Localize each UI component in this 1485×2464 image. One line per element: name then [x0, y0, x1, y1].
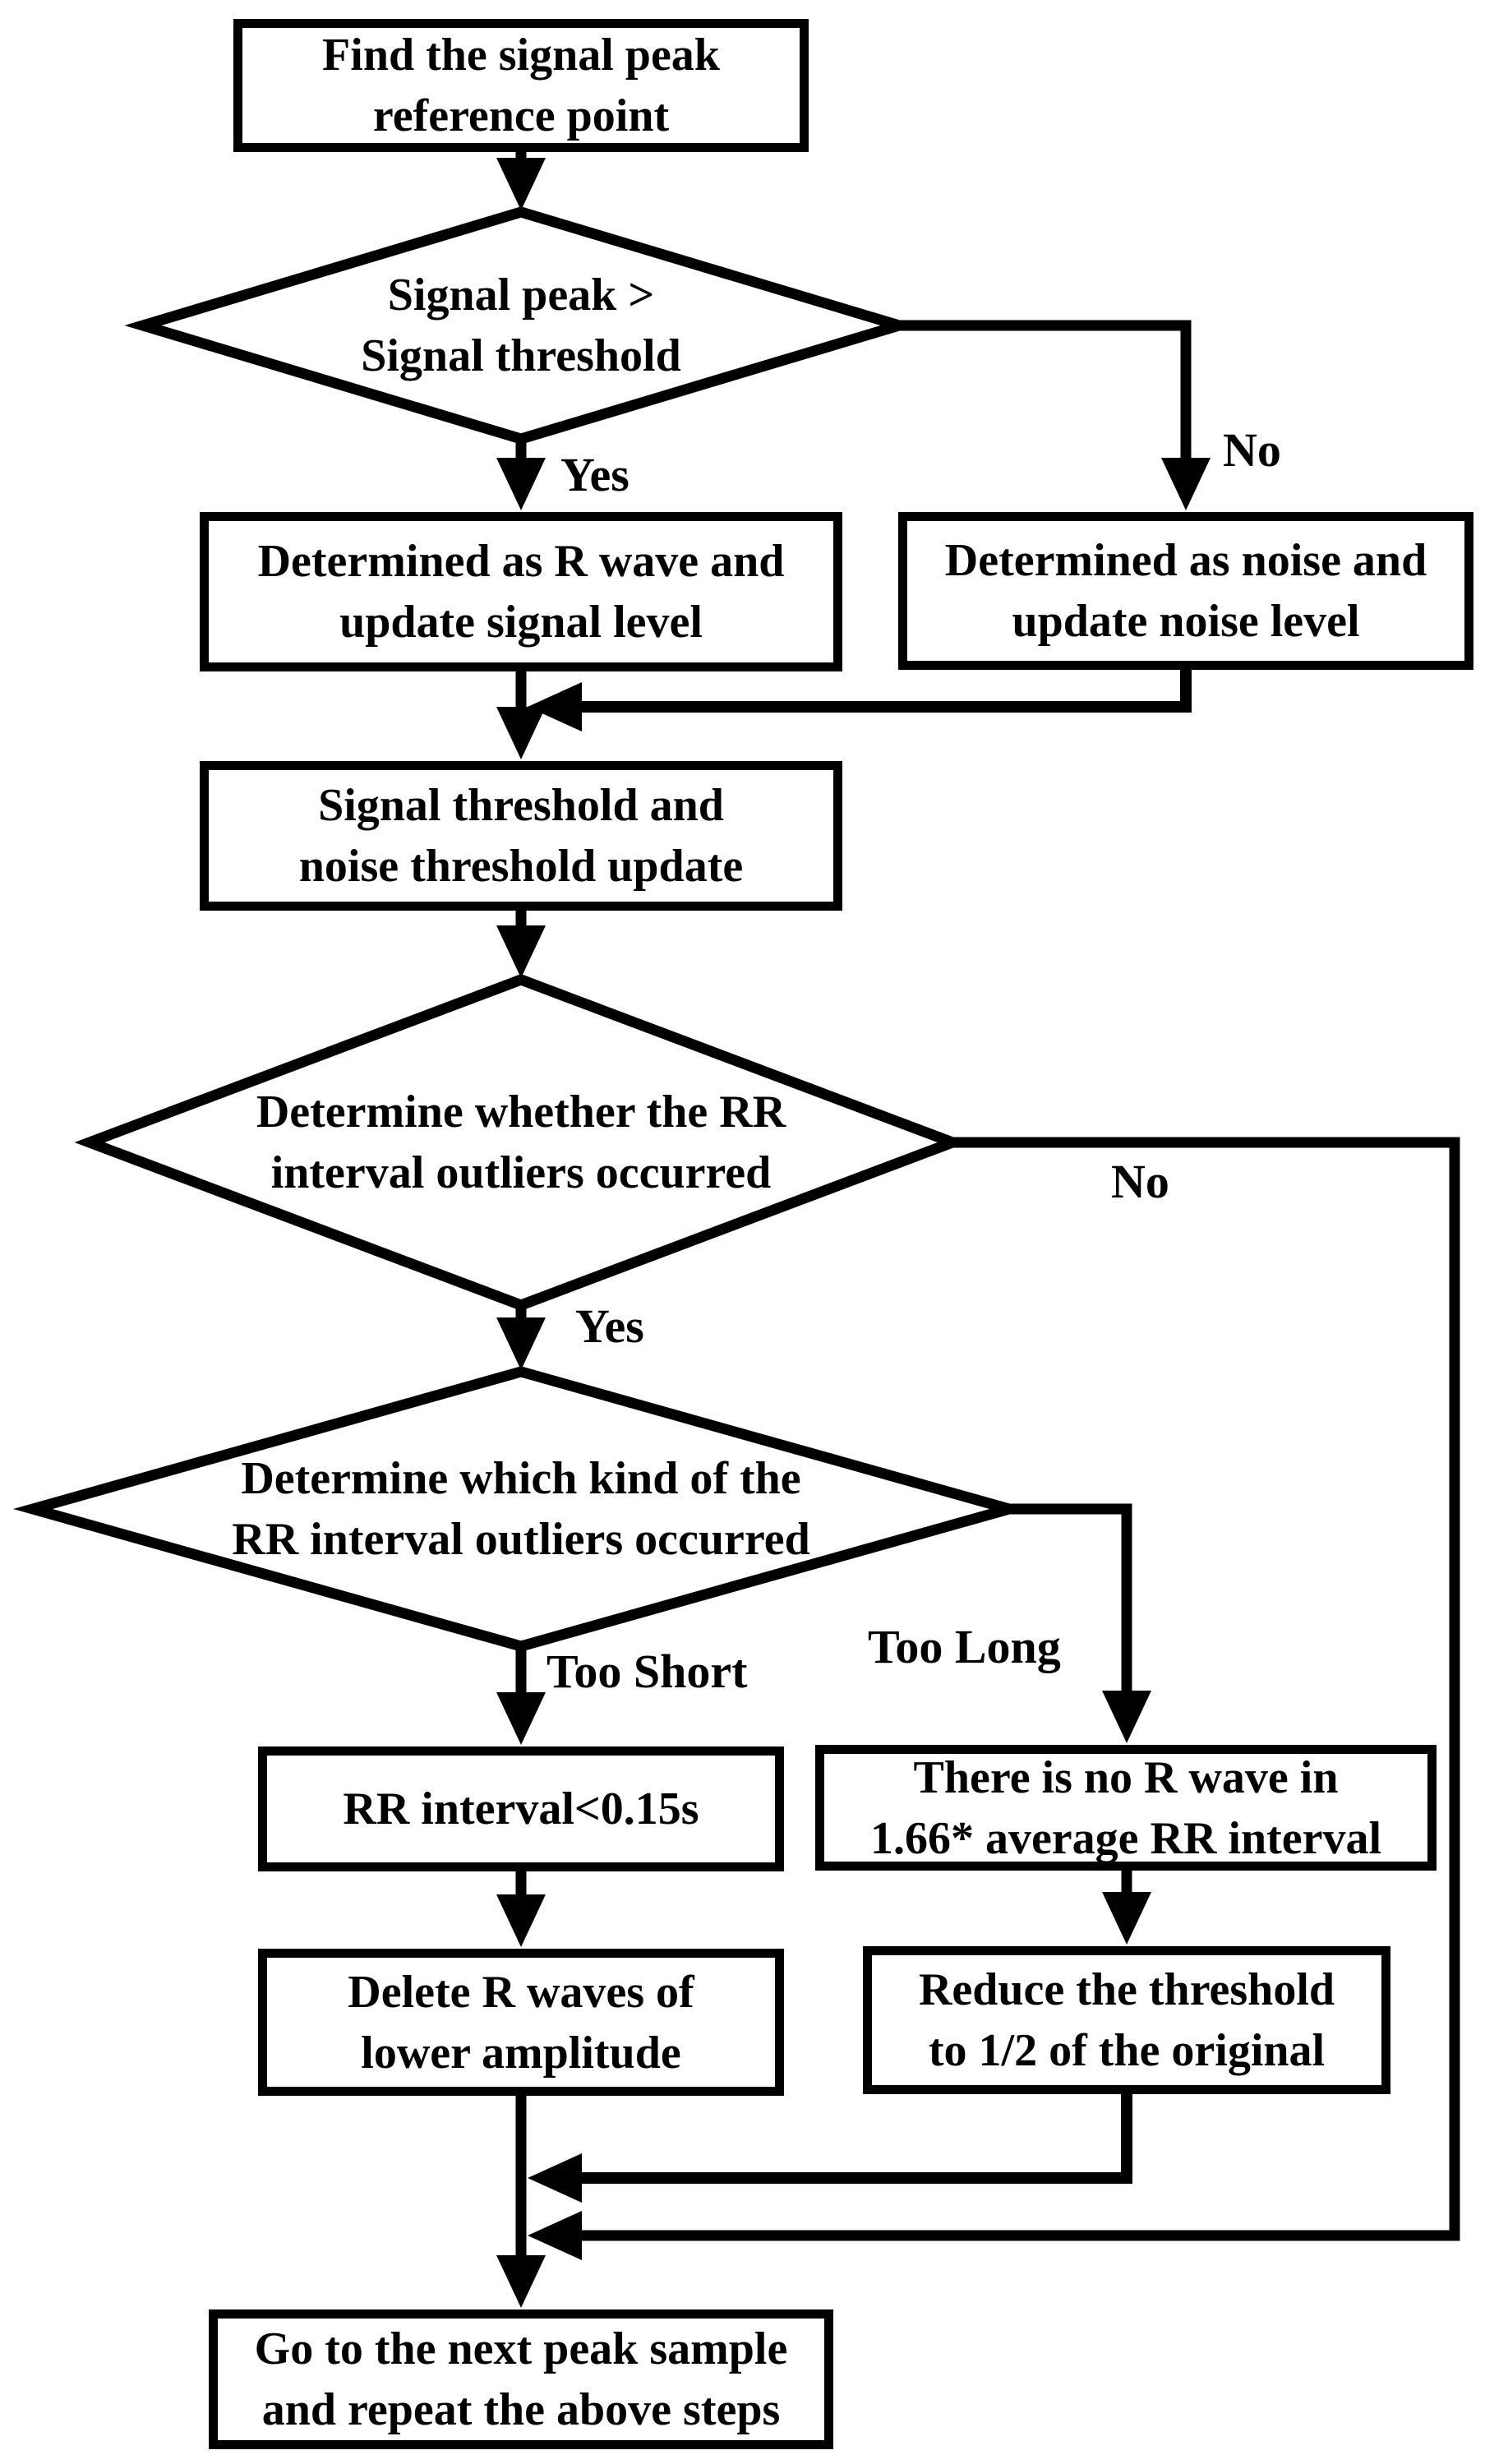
arrowhead-left-merge2	[528, 2153, 582, 2203]
node-r-wave: Determined as R wave and update signal l…	[200, 512, 842, 671]
arrowhead-down-noise	[1161, 458, 1211, 510]
node-threshold-update-line1: Signal threshold and	[318, 780, 724, 831]
node-next-sample-line2: and repeat the above steps	[261, 2384, 781, 2435]
connector-noise-merge	[580, 670, 1192, 713]
node-reduce-threshold-line2: to 1/2 of the original	[928, 2025, 1326, 2076]
connector-reduce-merge	[580, 2094, 1132, 2184]
node-rr-long-line1: There is no R wave in	[913, 1751, 1339, 1803]
node-delete-r-line2: lower amplitude	[361, 2027, 681, 2079]
node-rr-outlier-kind: Determine which kind of the RR interval …	[159, 1443, 883, 1575]
arrowhead-down-diamond1	[496, 158, 546, 210]
connector-diamond3-toolong	[1009, 1503, 1132, 1694]
connector-diamond2-no-bypass	[580, 1137, 1460, 2241]
arrowhead-down-diamond2	[496, 925, 546, 978]
node-delete-r: Delete R waves of lower amplitude	[258, 1949, 784, 2096]
node-threshold-update-line2: noise threshold update	[298, 841, 744, 892]
arrowhead-down-rrlong	[1102, 1691, 1151, 1743]
node-find-peak-line2: reference point	[372, 90, 670, 141]
node-peak-gt-threshold-line2: Signal threshold	[361, 330, 681, 381]
node-rr-short-line1: RR interval<0.15s	[343, 1783, 699, 1834]
node-rr-outlier-check: Determine whether the RR interval outlie…	[192, 1077, 850, 1208]
node-reduce-threshold-line1: Reduce the threshold	[918, 1964, 1335, 2015]
edge-label-no-2: No	[1111, 1155, 1169, 1208]
arrowhead-left-merge1	[528, 682, 582, 731]
node-next-sample-line1: Go to the next peak sample	[254, 2323, 788, 2374]
arrowhead-down-reduce	[1102, 1892, 1151, 1945]
arrowhead-down-delete	[496, 1894, 546, 1947]
node-rr-long: There is no R wave in 1.66* average RR i…	[815, 1745, 1437, 1871]
node-rr-outlier-kind-line2: RR interval outliers occurred	[232, 1514, 810, 1565]
node-threshold-update: Signal threshold and noise threshold upd…	[200, 761, 842, 911]
node-rr-outlier-check-line1: Determine whether the RR	[256, 1087, 786, 1137]
arrowhead-left-merge3	[528, 2211, 582, 2260]
node-delete-r-line1: Delete R waves of	[348, 1966, 694, 2018]
node-r-wave-line2: update signal level	[339, 597, 703, 648]
arrowhead-down-rrshort	[496, 1692, 546, 1745]
node-rr-outlier-kind-line1: Determine which kind of the	[241, 1453, 801, 1504]
arrowhead-down-diamond3	[496, 1317, 546, 1370]
node-peak-gt-threshold-line1: Signal peak >	[387, 270, 655, 321]
node-noise-line2: update noise level	[1012, 596, 1360, 647]
node-noise-line1: Determined as noise and	[944, 535, 1427, 586]
node-rr-long-line2: 1.66* average RR interval	[869, 1812, 1382, 1864]
edge-label-yes-1: Yes	[560, 448, 630, 501]
edge-label-yes-2: Yes	[575, 1299, 644, 1353]
node-rr-short: RR interval<0.15s	[258, 1746, 784, 1871]
node-r-wave-line1: Determined as R wave and	[257, 536, 785, 587]
edge-label-too-long: Too Long	[868, 1620, 1061, 1673]
arrowhead-down-final	[496, 2255, 546, 2308]
arrowhead-down-update	[496, 707, 546, 759]
node-peak-gt-threshold: Signal peak > Signal threshold	[192, 260, 850, 391]
node-find-peak-line1: Find the signal peak	[322, 30, 720, 81]
node-find-peak: Find the signal peak reference point	[233, 19, 809, 152]
node-next-sample: Go to the next peak sample and repeat th…	[209, 2309, 833, 2449]
edge-label-too-short: Too Short	[546, 1645, 748, 1698]
node-rr-outlier-check-line2: interval outliers occurred	[270, 1147, 772, 1198]
edge-label-no-1: No	[1223, 423, 1281, 477]
arrowhead-down-rwave	[496, 458, 546, 510]
node-noise: Determined as noise and update noise lev…	[898, 512, 1473, 670]
connector-diamond1-no	[899, 320, 1192, 461]
node-reduce-threshold: Reduce the threshold to 1/2 of the origi…	[863, 1946, 1390, 2094]
